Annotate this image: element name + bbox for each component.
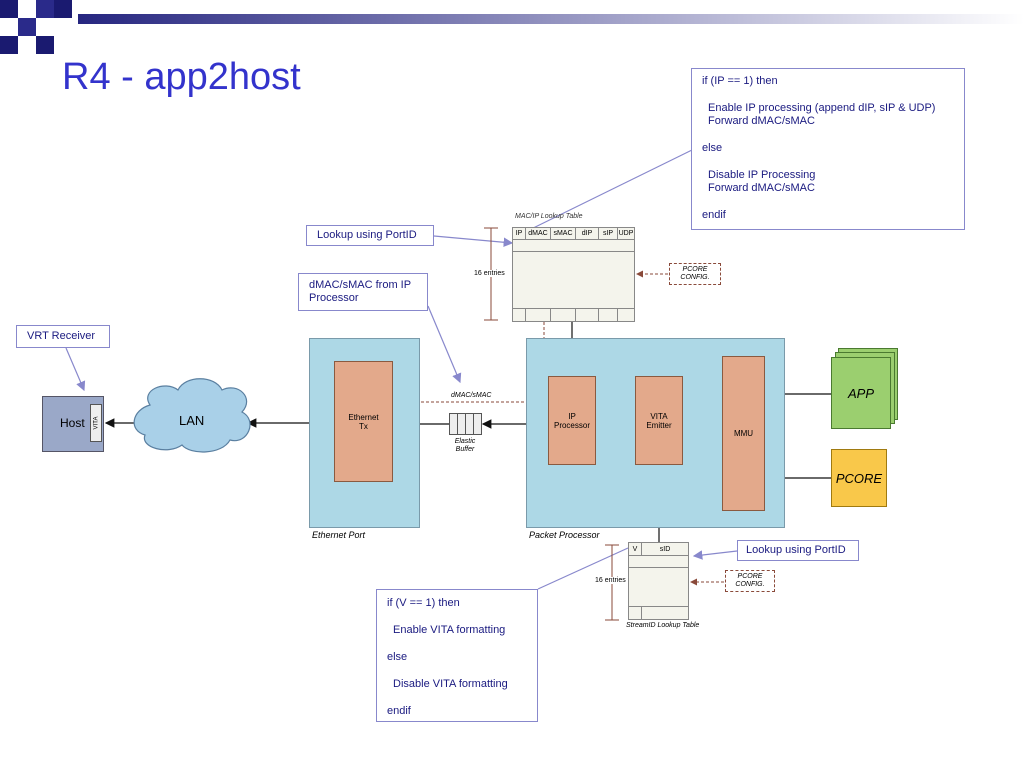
header-gradient-bar [78, 14, 1024, 24]
mac-entries-label: 16 entries [474, 270, 505, 277]
leader-line-lookup-top [433, 235, 514, 248]
dmac-smac-path-label: dMAC/sMAC [451, 392, 492, 399]
ip-logic-line: Enable IP processing (append dIP, sIP & … [708, 102, 936, 114]
mac-col-sip: sIP [599, 228, 618, 239]
leader-line-dmac [427, 305, 462, 384]
vita-logic-line: endif [387, 705, 411, 717]
lan-label: LAN [179, 413, 205, 428]
stream-table-caption: StreamID Lookup Table [626, 622, 700, 629]
vita-logic-line: Enable VITA formatting [393, 624, 506, 636]
mac-ip-lookup-table: IP dMAC sMAC dIP sIP UDP [512, 227, 635, 322]
lan-cloud [133, 378, 251, 453]
app-block: APP [831, 357, 891, 429]
lookup-portid-callout-bottom: Lookup using PortID [737, 540, 859, 561]
vita-logic-line: Disable VITA formatting [393, 678, 508, 690]
vita-logic-callout: if (V == 1) then Enable VITA formatting … [376, 589, 538, 722]
stream-entries-label: 16 entries [595, 577, 626, 584]
pcore-block: PCORE [831, 449, 887, 507]
elastic-buffer [449, 413, 482, 435]
packet-processor-label: Packet Processor [529, 530, 600, 540]
elastic-buffer-label: Elastic Buffer [454, 438, 476, 453]
mac-pcore-config: PCORE CONFIG. [669, 263, 721, 285]
ip-logic-line: if (IP == 1) then [702, 75, 778, 87]
mmu: MMU [722, 356, 765, 511]
mac-col-udp: UDP [618, 230, 634, 237]
vita-logic-line: else [387, 651, 408, 663]
ip-logic-line: Forward dMAC/sMAC [708, 182, 815, 194]
stream-pcore-config: PCORE CONFIG. [725, 570, 775, 592]
ip-logic-line: Disable IP Processing [708, 169, 816, 181]
vita-logic-line: if (V == 1) then [387, 597, 460, 609]
ip-logic-callout: if (IP == 1) then Enable IP processing (… [691, 68, 965, 230]
mac-col-smac: sMAC [551, 228, 576, 239]
leader-line-top-right [518, 149, 693, 236]
ethernet-tx: Ethernet Tx [334, 361, 393, 482]
vrt-receiver-callout: VRT Receiver [16, 325, 110, 348]
mac-col-ip: IP [513, 228, 526, 239]
stream-col-sid: sID [659, 545, 671, 553]
leader-line-lookup-bottom [692, 550, 738, 560]
mac-col-dip: dIP [576, 228, 599, 239]
lookup-portid-callout-top: Lookup using PortID [306, 225, 434, 246]
streamid-lookup-table: V sID [628, 542, 689, 620]
stream-table-header-row: V sID [629, 543, 688, 556]
stream-col-v: V [629, 543, 642, 555]
mac-table-caption: MAC/IP Lookup Table [515, 213, 583, 220]
ethernet-port-label: Ethernet Port [312, 530, 366, 540]
mac-col-dmac: dMAC [526, 228, 551, 239]
slide-title: R4 - app2host [62, 56, 301, 98]
ip-logic-line: else [702, 142, 723, 154]
leader-line-vrt [65, 347, 86, 392]
ip-logic-line: Forward dMAC/sMAC [708, 115, 815, 127]
dmac-from-ip-callout: dMAC/sMAC from IP Processor [298, 273, 428, 311]
host-label: Host [60, 416, 85, 430]
vita-emitter: VITA Emitter [635, 376, 683, 465]
ip-logic-line: endif [702, 209, 726, 221]
leader-line-bottom-left [537, 547, 629, 590]
ip-processor: IP Processor [548, 376, 596, 465]
vita-tag: VITA [90, 404, 102, 442]
mac-table-header-row: IP dMAC sMAC dIP sIP UDP [513, 228, 634, 240]
corner-decoration [0, 0, 80, 60]
